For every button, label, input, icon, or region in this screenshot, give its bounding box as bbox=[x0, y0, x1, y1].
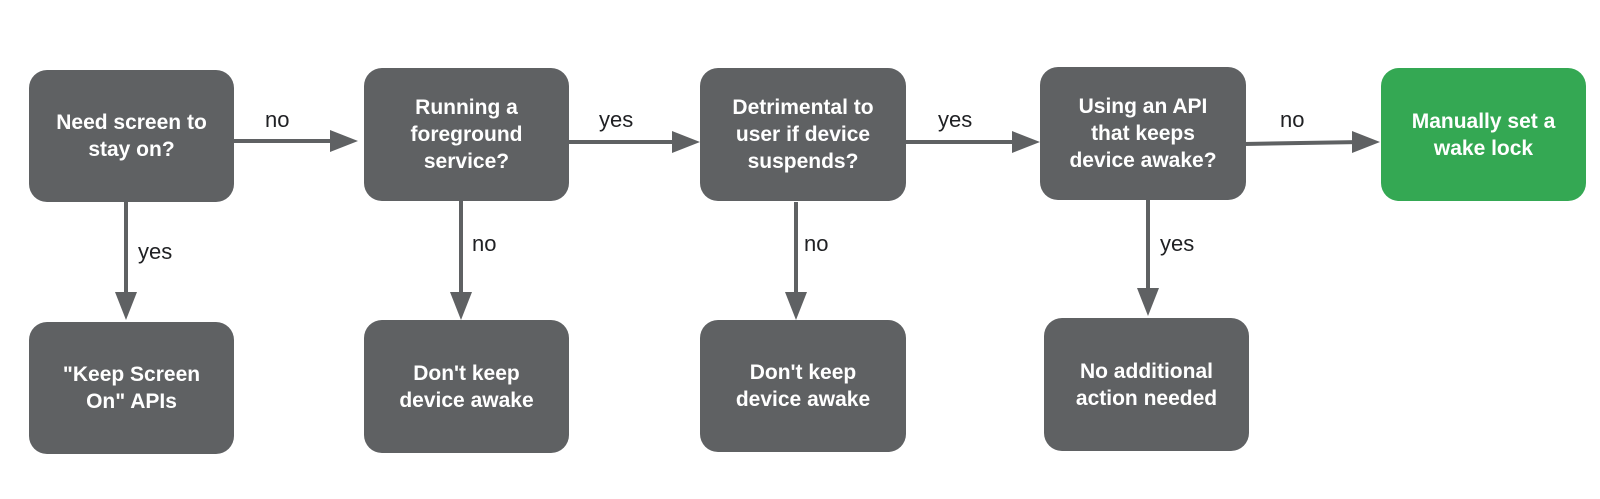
edge-label-no: no bbox=[472, 231, 497, 256]
arrowhead-need-screen-to-keep-screen-on bbox=[115, 292, 137, 320]
node-dont-keep-awake-1: Don't keep device awake bbox=[364, 320, 569, 453]
node-api-keeps-awake: Using an API that keeps device awake? bbox=[1040, 67, 1246, 200]
edge-label-yes: yes bbox=[938, 107, 973, 132]
arrowhead-api-to-no-additional bbox=[1137, 288, 1159, 316]
node-foreground-service: Running a foreground service? bbox=[364, 68, 569, 201]
node-keep-screen-on-apis: "Keep Screen On" APIs bbox=[29, 322, 234, 454]
edge-label-yes: yes bbox=[1160, 231, 1195, 256]
arrowhead-detrimental-to-dont-keep bbox=[785, 292, 807, 320]
arrowhead-need-screen-to-foreground bbox=[330, 130, 358, 152]
arrowhead-foreground-to-dont-keep bbox=[450, 292, 472, 320]
edge-label-no: no bbox=[1280, 107, 1305, 132]
node-no-additional-action: No additional action needed bbox=[1044, 318, 1249, 451]
node-detrimental-if-suspends: Detrimental to user if device suspends? bbox=[700, 68, 906, 201]
edge-label-yes: yes bbox=[138, 239, 173, 264]
node-manually-set-wake-lock: Manually set a wake lock bbox=[1381, 68, 1586, 201]
edge-label-yes: yes bbox=[599, 107, 634, 132]
edge-label-no: no bbox=[265, 107, 290, 132]
node-need-screen-on: Need screen to stay on? bbox=[29, 70, 234, 202]
arrowhead-api-to-wake-lock bbox=[1352, 131, 1380, 153]
arrow-api-to-wake-lock bbox=[1243, 140, 1363, 146]
node-dont-keep-awake-2: Don't keep device awake bbox=[700, 320, 906, 452]
arrowhead-foreground-to-detrimental bbox=[672, 131, 700, 153]
arrowhead-detrimental-to-api bbox=[1012, 131, 1040, 153]
edge-label-no: no bbox=[804, 231, 829, 256]
